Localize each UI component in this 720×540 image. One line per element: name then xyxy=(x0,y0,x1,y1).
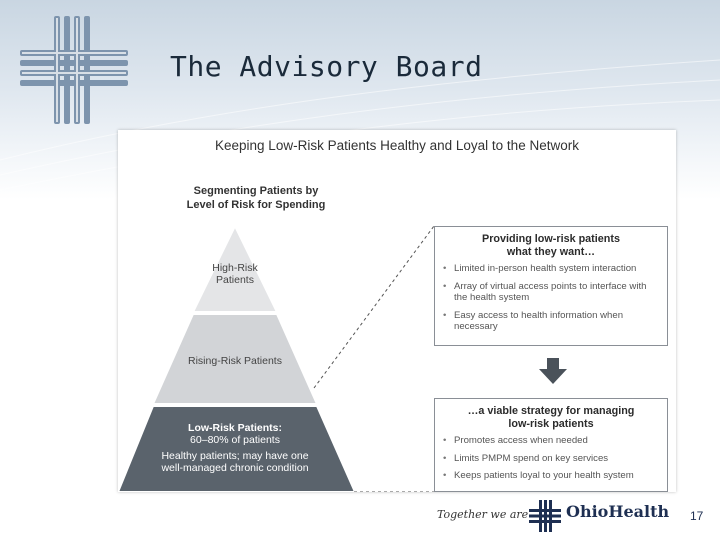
segment-title-line: Segmenting Patients by xyxy=(193,185,319,197)
bullet-icon: • xyxy=(443,470,447,481)
pyramid-tier-low xyxy=(118,405,357,492)
list-item-text: Limited in-person health system interact… xyxy=(454,263,637,274)
list-item-text: Promotes access when needed xyxy=(454,435,588,446)
tier-label-line: well-managed chronic condition xyxy=(161,462,309,474)
segment-title: Segmenting Patients by Level of Risk for… xyxy=(146,184,366,212)
bullet-icon: • xyxy=(443,280,447,292)
tier-label-line: Patients xyxy=(216,274,254,286)
list-item-text: Easy access to health information when n… xyxy=(454,309,624,333)
page-number: 17 xyxy=(690,509,704,523)
list-item: • Array of virtual access points to inter… xyxy=(443,281,659,304)
list-item: • Limited in-person health system interac… xyxy=(443,263,659,275)
list-item: • Easy access to health information when … xyxy=(443,310,659,333)
bullet-icon: • xyxy=(443,452,447,464)
tier-label-line: Healthy patients; may have one xyxy=(161,450,309,462)
box-heading-line: low-risk patients xyxy=(508,418,594,430)
ohiohealth-cross-mark-icon xyxy=(529,500,561,532)
panel-title: Keeping Low-Risk Patients Healthy and Lo… xyxy=(215,138,579,153)
footer-tagline: Together we are xyxy=(437,508,529,521)
bullet-icon: • xyxy=(443,263,447,274)
list-item-text: Limits PMPM spend on key services xyxy=(454,452,609,464)
tier-label-high: High-Risk Patients xyxy=(188,262,282,286)
box-what-they-want: Providing low-risk patients what they wa… xyxy=(434,226,668,346)
tier-label-line: High-Risk xyxy=(212,262,258,274)
tier-label-line: Low-Risk Patients: xyxy=(188,422,282,434)
segment-title-line: Level of Risk for Spending xyxy=(186,199,326,211)
arrow-down-icon xyxy=(539,358,567,384)
box-list: • Promotes access when needed • Limits PMP… xyxy=(435,435,667,482)
tier-label-low: Low-Risk Patients: 60–80% of patients He… xyxy=(138,422,332,474)
ohiohealth-cross-mark-icon xyxy=(20,16,128,124)
box-heading-line: what they want… xyxy=(506,246,596,258)
tier-label-line: 60–80% of patients xyxy=(190,434,280,446)
bullet-icon: • xyxy=(443,309,447,321)
box-list: • Limited in-person health system interac… xyxy=(435,263,667,333)
risk-pyramid xyxy=(118,226,357,492)
box-heading-line: Providing low-risk patients xyxy=(482,233,620,245)
list-item: • Limits PMPM spend on key services xyxy=(443,453,659,465)
box-heading-line: …a viable strategy for managing xyxy=(467,405,635,417)
box-viable-strategy: …a viable strategy for managing low-risk… xyxy=(434,398,668,492)
list-item: • Keeps patients loyal to your health sys… xyxy=(443,470,659,482)
list-item-text: Array of virtual access points to interf… xyxy=(454,280,647,304)
list-item: • Promotes access when needed xyxy=(443,435,659,447)
box-heading: …a viable strategy for managing low-risk… xyxy=(435,399,667,435)
pyramid-tier-high xyxy=(191,226,279,313)
footer-brand-name: OhioHealth xyxy=(566,502,670,521)
bullet-icon: • xyxy=(443,435,447,446)
list-item-text: Keeps patients loyal to your health syst… xyxy=(454,470,634,481)
tier-label-rising: Rising-Risk Patients xyxy=(188,355,282,367)
box-heading: Providing low-risk patients what they wa… xyxy=(435,227,667,263)
pyramid-tier-rising xyxy=(151,313,319,405)
slide-title: The Advisory Board xyxy=(170,50,483,83)
content-panel: Keeping Low-Risk Patients Healthy and Lo… xyxy=(118,130,676,492)
